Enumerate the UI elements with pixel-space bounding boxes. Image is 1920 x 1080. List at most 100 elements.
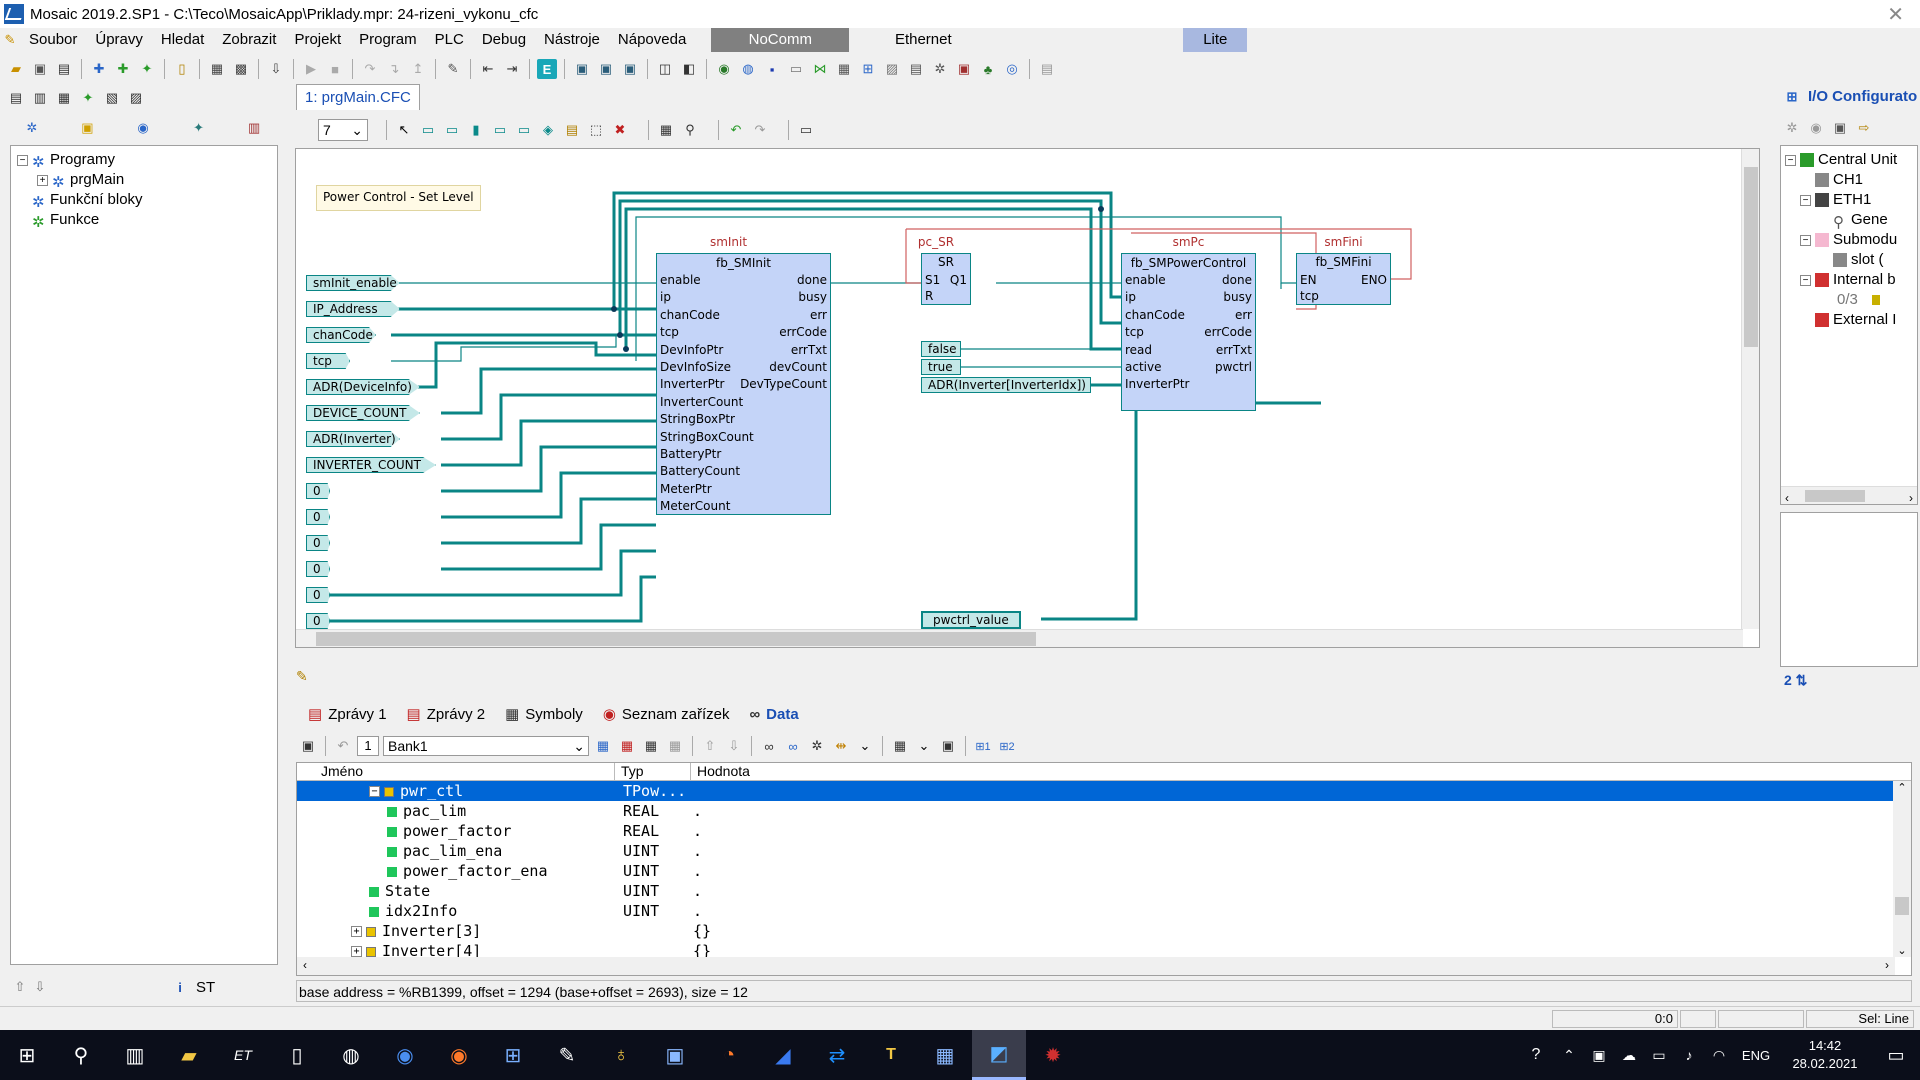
pc-input-inverter-adr[interactable]: ADR(Inverter[InverterIdx]) (921, 377, 1091, 393)
arrow-down-icon[interactable]: ⇩ (34, 979, 46, 994)
block-input-pin[interactable]: BatteryPtr (660, 446, 722, 461)
editor-tab[interactable]: 1: prgMain.CFC (296, 84, 420, 110)
layout-2-icon[interactable]: ▣ (599, 61, 613, 76)
cell-value[interactable]: . (693, 802, 703, 820)
add-var-3-icon[interactable]: ▦ (644, 738, 658, 753)
cfc-input-var[interactable]: ADR(Inverter) (306, 431, 400, 447)
gear-icon[interactable]: ✲ (934, 61, 946, 76)
block-output-pin[interactable]: errCode (1204, 325, 1252, 340)
programs-tab-icon[interactable]: ✲ (26, 120, 38, 135)
new-doc-icon[interactable]: ▯ (178, 61, 186, 76)
chip-icon[interactable]: ▣ (957, 61, 971, 76)
watch-icon[interactable]: ∞ (764, 738, 774, 754)
view-1-icon[interactable]: ▤ (9, 90, 23, 105)
block-input-pin[interactable]: active (1125, 359, 1162, 374)
block-input-pin[interactable]: tcp (1125, 325, 1144, 340)
cfc-input-var[interactable]: 0 (306, 587, 330, 603)
scroll-left-icon[interactable]: ‹ (1785, 491, 1789, 505)
block-output-pin[interactable]: done (1222, 273, 1252, 287)
pwctrl-value-output[interactable]: pwctrl_value (921, 611, 1021, 629)
io-hscroll-thumb[interactable] (1805, 490, 1865, 502)
io-item-ch1[interactable]: CH1 (1785, 170, 1913, 190)
window-icon[interactable]: ▤ (1040, 61, 1054, 76)
block-input-pin[interactable]: InverterPtr (660, 377, 725, 392)
tab-data[interactable]: ∞Data (739, 704, 808, 726)
control-panel-icon[interactable]: ▦ (935, 1044, 955, 1067)
tree-item-prgmain[interactable]: +✲prgMain (17, 170, 271, 191)
debugger-app-icon[interactable]: ✹ (1044, 1044, 1062, 1067)
tree-icon[interactable]: ⊞ (862, 61, 874, 76)
comment-icon[interactable]: ▤ (565, 122, 579, 137)
pencil-icon[interactable]: ✎ (447, 61, 459, 76)
block-output-pin[interactable]: DevTypeCount (740, 377, 827, 392)
col-header-type[interactable]: Typ (615, 763, 691, 780)
io-item-gene[interactable]: ⚲Gene (1833, 211, 1888, 232)
watch-settings-icon[interactable]: ✲ (811, 738, 823, 753)
cfc-input-var[interactable]: INVERTER_COUNT (306, 457, 436, 473)
block-input-pin[interactable]: BatteryCount (660, 464, 741, 479)
network-app-icon[interactable]: ⊞ (504, 1044, 522, 1067)
pc-input-false[interactable]: false (921, 341, 961, 357)
io-gear-icon[interactable]: ✲ (1786, 120, 1798, 135)
cfc-input-var[interactable]: 0 (306, 613, 330, 629)
add-block-icon[interactable]: ✦ (141, 61, 153, 76)
tree-item-funkce[interactable]: ✲Funkce (32, 211, 100, 232)
io-settings-icon[interactable]: ◉ (1810, 120, 1822, 135)
help-tray-icon[interactable]: ? (1531, 1046, 1541, 1063)
block-input-pin[interactable]: MeterCount (660, 499, 731, 514)
save-app-icon[interactable]: ▣ (665, 1044, 685, 1067)
globe-icon[interactable]: ◍ (742, 61, 754, 76)
collapse-icon[interactable]: − (369, 786, 380, 797)
bank-number[interactable]: 1 (357, 736, 379, 756)
pc-sr-block[interactable]: SR S1 R Q1 (921, 253, 971, 305)
menu-debug[interactable]: Debug (481, 31, 527, 48)
menu-nastroje[interactable]: Nástroje (544, 31, 600, 48)
tree-item-funkcni-bloky[interactable]: ✲Funkční bloky (32, 191, 143, 212)
grid-vscroll-thumb[interactable] (1895, 897, 1909, 915)
explorer-icon[interactable]: ▰ (181, 1044, 197, 1067)
open-folder-icon[interactable]: ▰ (11, 61, 21, 76)
step-over-icon[interactable]: ↴ (388, 61, 400, 76)
cell-value[interactable]: {} (693, 922, 712, 940)
block-output-pin[interactable]: errCode (779, 325, 827, 340)
battery-icon[interactable]: ▭ (1652, 1046, 1666, 1063)
split-v-icon[interactable]: ◫ (658, 61, 672, 76)
cfc-input-var[interactable]: DEVICE_COUNT (306, 405, 420, 421)
menu-soubor[interactable]: Soubor (29, 31, 78, 48)
block-output-pin[interactable]: errTxt (790, 342, 827, 357)
scroll-down-icon[interactable]: ⌄ (1897, 945, 1907, 957)
zoom-select[interactable]: 7⌄ (318, 119, 368, 141)
block-output-pin[interactable]: err (1234, 307, 1252, 322)
grid-hscroll[interactable]: ‹› (297, 957, 1895, 975)
block-input-pin[interactable]: read (1125, 342, 1153, 357)
io-item-03[interactable]: 0/3 (1785, 290, 1913, 310)
find-icon[interactable]: ⚲ (685, 122, 695, 137)
input-block-icon[interactable]: ▭ (421, 122, 435, 137)
return-icon[interactable]: ◈ (543, 122, 553, 137)
smfini-block[interactable]: fb_SMFini EN tcp ENO (1296, 253, 1391, 305)
table-row[interactable]: +Inverter[3]{} (297, 921, 1911, 941)
info-icon[interactable]: i (178, 979, 182, 995)
block-output-pin[interactable]: pwctrl (1214, 359, 1252, 374)
table-icon[interactable]: ▦ (837, 61, 851, 76)
expand-icon[interactable]: + (37, 174, 48, 186)
io-arrow-icon[interactable]: ⇨ (1858, 120, 1870, 135)
menu-upravy[interactable]: Úpravy (95, 31, 143, 48)
libraries-tab-icon[interactable]: ▣ (81, 120, 94, 135)
collapse-icon[interactable]: − (1800, 234, 1811, 246)
expand-icon[interactable]: + (351, 926, 362, 937)
layout-3-icon[interactable]: ▣ (623, 61, 637, 76)
box-icon[interactable]: ▮ (472, 122, 480, 137)
add-file-icon[interactable]: ✚ (117, 61, 129, 76)
calc-icon[interactable]: ▣ (941, 738, 955, 753)
collapse-icon[interactable]: − (17, 154, 28, 166)
collapse-icon[interactable]: − (1800, 274, 1811, 286)
editor-e-icon[interactable]: E (537, 59, 557, 79)
view-5-icon[interactable]: ▧ (105, 90, 119, 105)
block-output-pin[interactable]: errTxt (1215, 342, 1252, 357)
